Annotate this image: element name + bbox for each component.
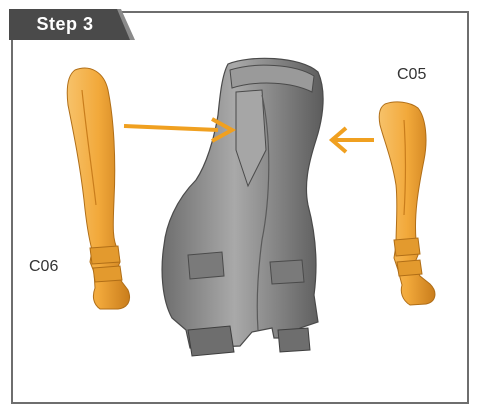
left-part-label: C06 [29, 258, 58, 276]
left-leg-part [67, 68, 129, 309]
right-leg-part [379, 102, 435, 305]
left-arrow-icon [332, 128, 374, 152]
right-part-label: C05 [397, 66, 426, 84]
torso-part [162, 58, 323, 356]
right-arrow-icon [124, 119, 232, 141]
